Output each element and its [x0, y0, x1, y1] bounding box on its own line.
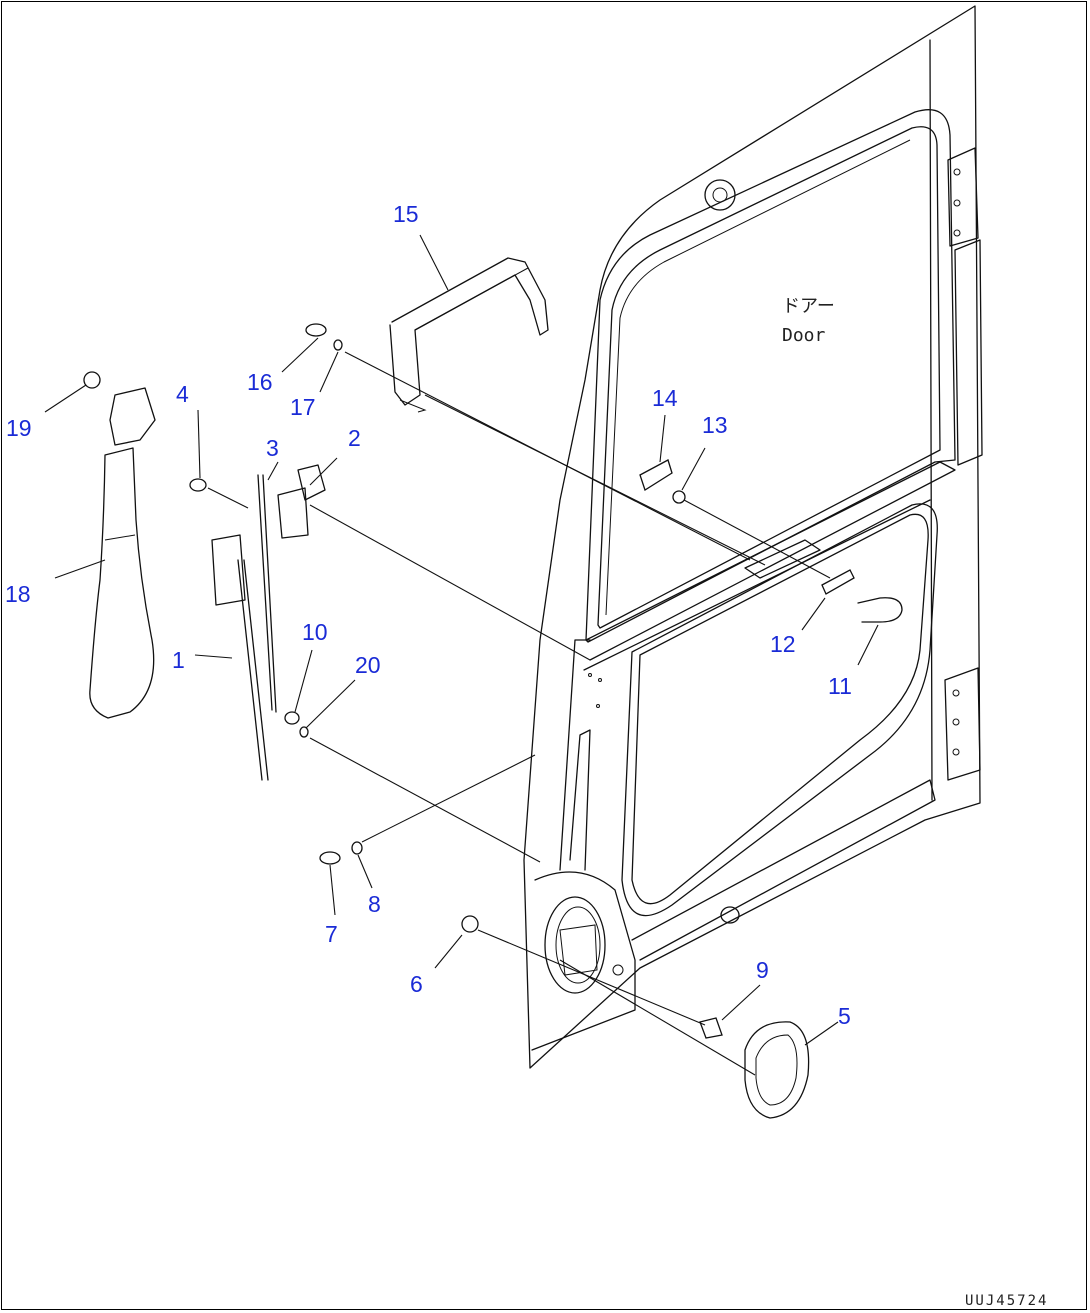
callout-labels: 1 2 3 4 5 6 7 8 9 10 11 12 13 14 15 16 1…: [5, 201, 852, 1029]
callout-2: 2: [348, 425, 361, 451]
callout-10: 10: [302, 619, 328, 645]
callout-leaders: [44, 234, 879, 1046]
part-4-bolt: [189, 478, 207, 492]
callout-3: 3: [266, 435, 279, 461]
callout-12: 12: [770, 631, 796, 657]
callout-8: 8: [368, 891, 381, 917]
part-16-bolt: [305, 323, 327, 337]
callout-1: 1: [172, 647, 185, 673]
part-15-handle-bar: [389, 257, 549, 413]
part-19-clip: [83, 371, 156, 446]
callout-17: 17: [290, 394, 316, 420]
part-11-u-bolt: [857, 597, 903, 623]
part-6-bolt: [461, 915, 479, 933]
callout-4: 4: [176, 381, 189, 407]
callout-15: 15: [393, 201, 419, 227]
part-8-washer: [351, 841, 363, 855]
door-label-jp: ドアー: [782, 296, 835, 317]
callout-7: 7: [325, 921, 338, 947]
part-14-catch: [639, 459, 673, 491]
assembly-lines: [207, 351, 831, 1076]
callout-19: 19: [6, 415, 32, 441]
part-5-inner-handle: [744, 1021, 810, 1119]
callout-14: 14: [652, 385, 678, 411]
callout-9: 9: [756, 957, 769, 983]
callout-11: 11: [828, 673, 852, 699]
part-18-cover: [89, 447, 155, 719]
part-20-washer: [299, 726, 309, 738]
callout-16: 16: [247, 369, 273, 395]
part-2-lock: [277, 464, 326, 539]
callout-13: 13: [702, 412, 728, 438]
drawing-code: UUJ45724: [965, 1293, 1048, 1309]
part-17-washer: [333, 339, 343, 351]
part-13-nut: [672, 490, 686, 504]
part-9-clip: [699, 1017, 723, 1039]
door-panel: [523, 5, 983, 1069]
callout-18: 18: [5, 581, 31, 607]
part-10-nut: [284, 711, 300, 725]
part-7-bolt: [319, 851, 341, 865]
part-12-plate: [821, 569, 855, 595]
callout-20: 20: [355, 652, 381, 678]
door-label-en: Door: [782, 325, 826, 346]
part-1-rod: [211, 474, 277, 781]
callout-5: 5: [838, 1003, 851, 1029]
callout-6: 6: [410, 971, 423, 997]
